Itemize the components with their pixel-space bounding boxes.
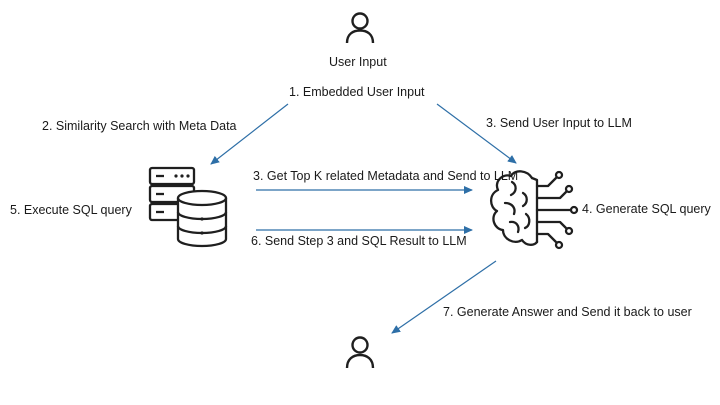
step-4-label: 4. Generate SQL query bbox=[582, 202, 711, 216]
step-7-label: 7. Generate Answer and Send it back to u… bbox=[443, 305, 692, 319]
user-icon bbox=[345, 12, 375, 44]
step-3-top-k-label: 3. Get Top K related Metadata and Send t… bbox=[253, 169, 519, 183]
user-input-label: User Input bbox=[329, 55, 387, 69]
user-icon bbox=[345, 336, 375, 369]
step-2-label: 2. Similarity Search with Meta Data bbox=[42, 119, 237, 133]
step-6-label: 6. Send Step 3 and SQL Result to LLM bbox=[251, 234, 467, 248]
arrow-answer-back bbox=[391, 260, 497, 334]
arrow-similarity-search bbox=[210, 103, 289, 165]
step-3-send-llm-label: 3. Send User Input to LLM bbox=[486, 116, 632, 130]
arrow-send-to-llm bbox=[436, 103, 517, 164]
brain-ai-icon bbox=[489, 170, 579, 250]
step-1-label: 1. Embedded User Input bbox=[289, 85, 425, 99]
database-server-icon bbox=[148, 166, 228, 248]
step-5-label: 5. Execute SQL query bbox=[10, 203, 132, 217]
